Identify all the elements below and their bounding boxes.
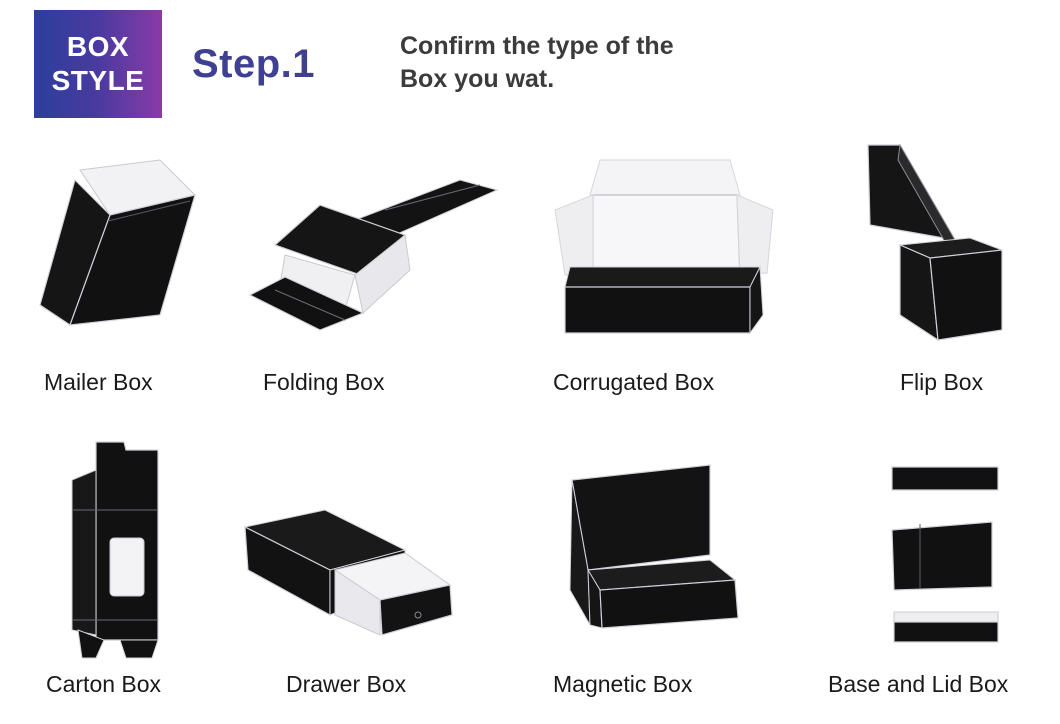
badge-line-1: BOX — [66, 31, 130, 62]
mailer-box-icon — [39, 159, 196, 326]
magnetic-box-item[interactable]: Magnetic Box — [553, 460, 750, 697]
mailer-box-item[interactable]: Mailer Box — [30, 155, 210, 395]
badge-line-2: STYLE — [51, 65, 145, 96]
instruction-text: Confirm the type of the Box you wat. — [400, 30, 674, 96]
box-style-badge: BOX STYLE — [34, 10, 162, 118]
folding-box-label: Folding Box — [263, 369, 385, 395]
flip-box-item[interactable]: Flip Box — [860, 140, 1020, 395]
carton-box-icon — [71, 441, 159, 659]
carton-box-item[interactable]: Carton Box — [46, 440, 180, 697]
magnetic-box-label: Magnetic Box — [553, 671, 693, 697]
corrugated-box-icon — [554, 159, 774, 335]
instruction-line-2: Box you wat. — [400, 65, 555, 93]
magnetic-box-icon — [569, 464, 739, 629]
drawer-box-item[interactable]: Drawer Box — [240, 505, 460, 697]
flip-box-icon — [867, 143, 1003, 342]
drawer-box-label: Drawer Box — [286, 671, 407, 697]
step-title: Step.1 — [192, 42, 316, 86]
base-and-lid-box-item[interactable]: Base and Lid Box — [828, 462, 1020, 697]
drawer-box-icon — [243, 509, 453, 636]
base-and-lid-box-icon — [891, 466, 999, 643]
folding-box-icon — [248, 179, 499, 331]
flip-box-label: Flip Box — [900, 369, 984, 395]
mailer-box-label: Mailer Box — [44, 369, 153, 395]
corrugated-box-item[interactable]: Corrugated Box — [545, 155, 785, 395]
instruction-line-1: Confirm the type of the — [400, 32, 674, 60]
base-and-lid-box-label: Base and Lid Box — [828, 671, 1009, 697]
folding-box-item[interactable]: Folding Box — [245, 165, 505, 395]
carton-box-label: Carton Box — [46, 671, 162, 697]
corrugated-box-label: Corrugated Box — [553, 369, 715, 395]
